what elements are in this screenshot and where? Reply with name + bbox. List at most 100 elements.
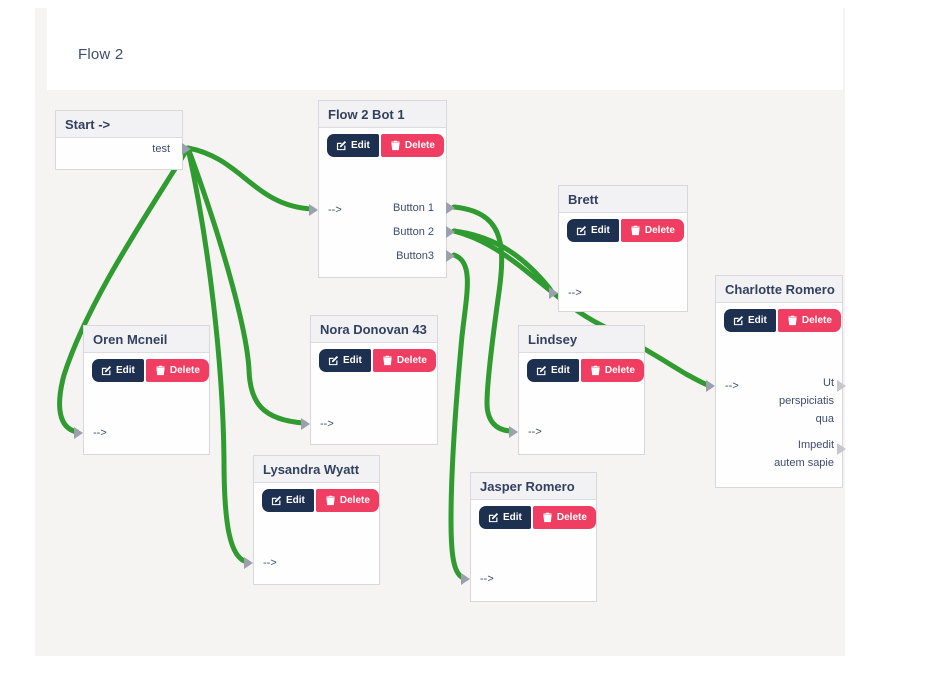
node-actions: Edit Delete [724, 309, 841, 332]
delete-button[interactable]: Delete [620, 219, 684, 242]
output-label: Ut perspiciatis qua [778, 377, 834, 425]
output-label: Button3 [396, 250, 434, 262]
trash-icon [156, 365, 165, 376]
node-title[interactable]: Lysandra Wyatt [254, 456, 379, 483]
trash-icon [326, 495, 335, 506]
node-actions: Edit Delete [527, 359, 644, 382]
trash-icon [631, 225, 640, 236]
output-connector[interactable] [446, 226, 455, 238]
node-actions: Edit Delete [92, 359, 209, 382]
edit-button[interactable]: Edit [262, 489, 314, 512]
edit-button-label: Edit [116, 365, 135, 376]
node-start[interactable]: Start -> test [55, 110, 191, 170]
input-connector[interactable] [301, 418, 310, 430]
node-title[interactable]: Start -> [56, 111, 182, 138]
edit-button[interactable]: Edit [479, 506, 531, 529]
input-label: --> [320, 418, 334, 430]
node-actions: Edit Delete [319, 349, 436, 372]
delete-button-label: Delete [169, 365, 200, 376]
edit-button[interactable]: Edit [319, 349, 371, 372]
input-connector[interactable] [549, 287, 558, 299]
delete-button-label: Delete [644, 225, 675, 236]
node-nora[interactable]: Nora Donovan 43 Edit Delete --> [301, 315, 438, 445]
node-title[interactable]: Jasper Romero [471, 473, 596, 500]
input-connector[interactable] [706, 380, 715, 392]
input-connector[interactable] [509, 426, 518, 438]
node-title[interactable]: Lindsey [519, 326, 644, 353]
input-label: --> [480, 573, 494, 585]
input-label: --> [263, 557, 277, 569]
trash-icon [591, 365, 600, 376]
edit-button-label: Edit [503, 512, 522, 523]
node-title[interactable]: Brett [559, 186, 687, 213]
pencil-square-icon [576, 226, 587, 236]
output-label: Button 1 [393, 202, 434, 214]
edit-button[interactable]: Edit [527, 359, 579, 382]
output-connector[interactable] [446, 202, 455, 214]
edit-button[interactable]: Edit [724, 309, 776, 332]
node-title[interactable]: Charlotte Romero [716, 276, 842, 303]
output-connector[interactable] [446, 250, 455, 262]
node-actions: Edit Delete [262, 489, 379, 512]
delete-button-label: Delete [396, 355, 427, 366]
delete-button[interactable]: Delete [532, 506, 596, 529]
node-actions: Edit Delete [479, 506, 596, 529]
trash-icon [543, 512, 552, 523]
node-actions: Edit Delete [567, 219, 684, 242]
input-connector[interactable] [461, 573, 470, 585]
input-connector[interactable] [244, 557, 253, 569]
input-connector[interactable] [309, 204, 318, 216]
node-title[interactable]: Oren Mcneil [84, 326, 209, 353]
output-connector[interactable] [837, 443, 846, 455]
node-actions: Edit Delete [327, 134, 444, 157]
flow-header-bar: Flow 2 [47, 8, 843, 90]
delete-button-label: Delete [404, 140, 435, 151]
input-label: --> [328, 204, 342, 216]
edit-button[interactable]: Edit [92, 359, 144, 382]
pencil-square-icon [271, 496, 282, 506]
pencil-square-icon [328, 356, 339, 366]
delete-button[interactable]: Delete [145, 359, 209, 382]
edit-button-label: Edit [591, 225, 610, 236]
delete-button-label: Delete [339, 495, 370, 506]
delete-button-label: Delete [604, 365, 635, 376]
edit-button[interactable]: Edit [567, 219, 619, 242]
delete-button[interactable]: Delete [372, 349, 436, 372]
delete-button[interactable]: Delete [315, 489, 379, 512]
edit-button-label: Edit [748, 315, 767, 326]
delete-button[interactable]: Delete [380, 134, 444, 157]
flow-title: Flow 2 [78, 46, 124, 63]
input-label: --> [528, 426, 542, 438]
pencil-square-icon [101, 366, 112, 376]
edit-button-label: Edit [351, 140, 370, 151]
edit-button-label: Edit [343, 355, 362, 366]
pencil-square-icon [536, 366, 547, 376]
delete-button-label: Delete [801, 315, 832, 326]
output-label: Button 2 [393, 226, 434, 238]
pencil-square-icon [488, 513, 499, 523]
trash-icon [383, 355, 392, 366]
delete-button[interactable]: Delete [777, 309, 841, 332]
input-label: --> [568, 287, 582, 299]
delete-button-label: Delete [556, 512, 587, 523]
node-title[interactable]: Flow 2 Bot 1 [319, 101, 446, 128]
output-connector[interactable] [182, 143, 191, 155]
edit-button[interactable]: Edit [327, 134, 379, 157]
node-flow2bot1[interactable]: Flow 2 Bot 1 Edit Delete --> Button 1 Button … [309, 100, 455, 278]
output-connector[interactable] [837, 380, 846, 392]
output-label: Impedit autem sapie [774, 439, 834, 469]
trash-icon [391, 140, 400, 151]
trash-icon [788, 315, 797, 326]
output-label: test [152, 143, 170, 155]
input-connector[interactable] [74, 427, 83, 439]
input-label: --> [93, 427, 107, 439]
node-title[interactable]: Nora Donovan 43 [311, 316, 437, 343]
delete-button[interactable]: Delete [580, 359, 644, 382]
pencil-square-icon [733, 316, 744, 326]
